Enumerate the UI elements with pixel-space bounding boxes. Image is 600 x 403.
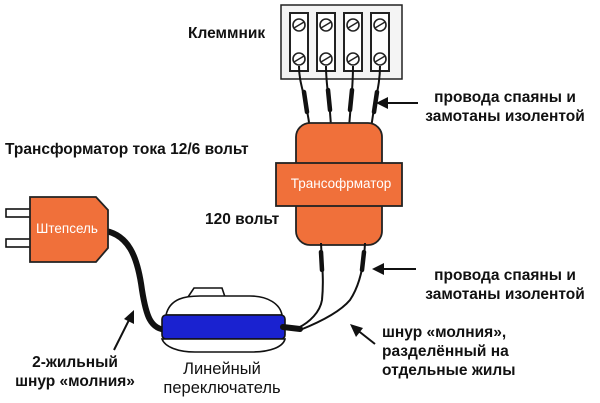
upper-splices	[301, 87, 380, 115]
split-cord-note: шнур «молния», разделённый на отдельные …	[382, 323, 515, 380]
split-cord-note-line: отдельные жилы	[382, 362, 516, 379]
terminal-slot	[343, 12, 363, 72]
plug	[5, 196, 109, 263]
terminal-block-label: Клеммник	[188, 25, 266, 42]
terminal-slot	[316, 12, 336, 72]
zip-cord	[93, 227, 171, 333]
arrow-to-lower-splices	[372, 263, 416, 275]
split-cord-note-line: разделённый на	[382, 343, 509, 360]
lower-splice-note-line: замотаны изолентой	[425, 286, 585, 303]
inline-switch-label-line: переключатель	[163, 379, 281, 397]
lower-splices	[318, 249, 367, 273]
terminal-block	[280, 4, 403, 80]
transformer	[275, 122, 403, 246]
two-core-cord-note-line: шнур «молния»	[15, 373, 135, 390]
inline-switch	[160, 287, 287, 353]
lower-wires	[297, 242, 366, 331]
two-core-cord-note-line: 2-жильный	[32, 354, 118, 371]
terminal-slot	[370, 12, 390, 72]
upper-splice-note-line: провода спаяны и	[434, 89, 576, 106]
inline-switch-label: Линейный переключатель	[142, 360, 302, 398]
upper-splice-note-line: замотаны изолентой	[425, 108, 585, 125]
arrow-to-zip-cord	[113, 310, 134, 351]
cord-after-switch	[280, 324, 303, 332]
split-cord-note-line: шнур «молния»,	[382, 324, 507, 341]
arrow-to-upper-splices	[376, 97, 418, 109]
terminal-slot	[289, 12, 309, 72]
arrows	[113, 97, 418, 351]
transformer-body-label: Трансофрматор	[290, 176, 392, 191]
lower-splice-note: провода спаяны и замотаны изолентой	[412, 266, 598, 304]
volts-120-label: 120 вольт	[205, 211, 280, 228]
arrow-to-split-cord	[350, 324, 376, 345]
upper-splice-note: провода спаяны и замотаны изолентой	[412, 88, 598, 126]
two-core-cord-note: 2-жильный шнур «молния»	[0, 353, 150, 391]
inline-switch-label-line: Линейный	[183, 360, 261, 378]
current-transformer-label: Трансформатор тока 12/6 вольт	[5, 141, 249, 158]
plug-label: Штепсель	[36, 221, 98, 236]
lower-splice-note-line: провода спаяны и	[434, 267, 576, 284]
